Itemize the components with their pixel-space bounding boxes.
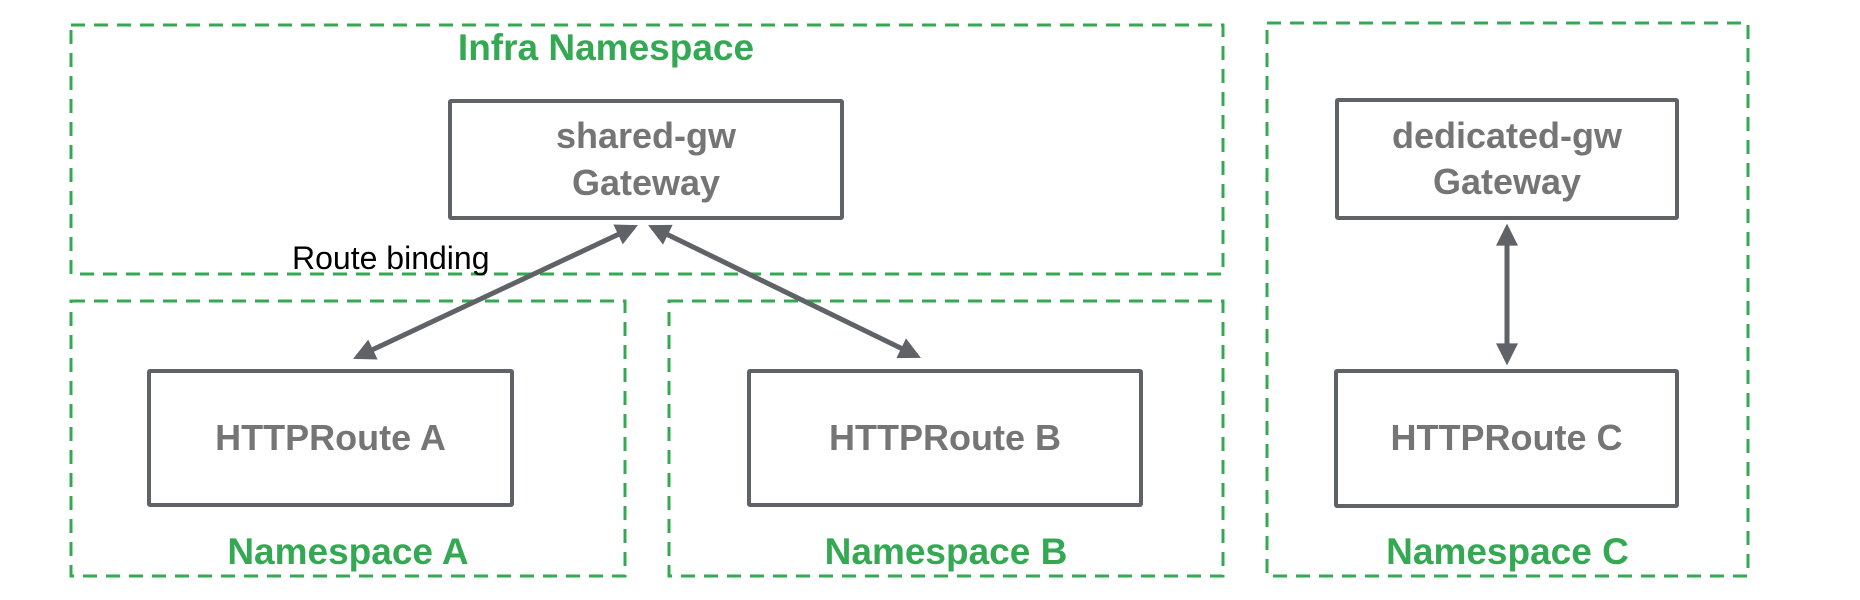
route-b-binding-arrow: [648, 224, 921, 359]
httproute-a-node: HTTPRoute A: [147, 369, 514, 507]
gateway-name: shared-gw: [555, 115, 737, 157]
namespace-c-label: Namespace C: [1386, 531, 1629, 572]
dedicated-gw-gateway-node: dedicated-gw Gateway: [1335, 98, 1679, 220]
infra-namespace-label: Infra Namespace: [457, 27, 755, 68]
namespace-c-boundary: [1265, 21, 1750, 578]
httproute-name: HTTPRoute A: [215, 416, 446, 458]
infra-namespace-boundary: [69, 23, 1225, 276]
gateway-name: dedicated-gw: [1391, 114, 1623, 156]
route-a-binding-arrow: [353, 224, 638, 360]
httproute-name: HTTPRoute C: [1390, 417, 1623, 459]
httproute-c-node: HTTPRoute C: [1334, 369, 1679, 508]
httproute-name: HTTPRoute B: [829, 416, 1061, 458]
route-binding-label: Route binding: [292, 240, 490, 276]
namespace-a-label: Namespace A: [227, 531, 469, 572]
namespace-a-boundary: [69, 299, 627, 578]
gateway-kind: Gateway: [1432, 161, 1582, 202]
namespace-b-boundary: [667, 299, 1225, 578]
namespace-b-label: Namespace B: [824, 531, 1068, 572]
gateway-kind: Gateway: [571, 161, 721, 203]
httproute-b-node: HTTPRoute B: [747, 369, 1143, 507]
shared-gw-gateway-node: shared-gw Gateway: [448, 99, 844, 220]
